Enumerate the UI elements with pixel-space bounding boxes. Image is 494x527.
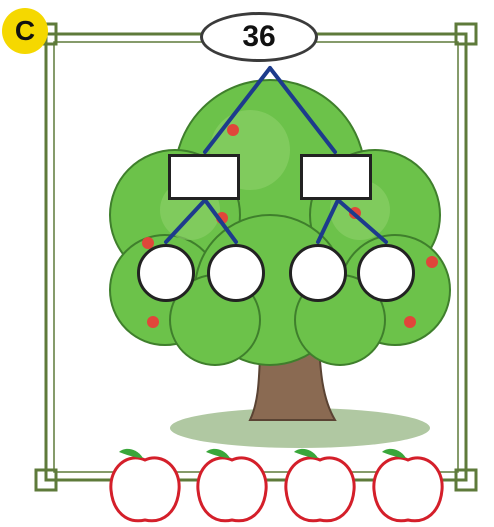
leaf-icon [206,448,230,458]
apple-outline-icon [109,448,181,523]
circle-blank-4[interactable] [357,244,415,302]
leaf-icon [119,448,143,458]
section-badge-label: C [14,15,36,46]
section-badge: C [2,8,48,54]
branch-lines [164,66,388,244]
left-rectangle-blank[interactable] [168,154,240,200]
apple-outline-icon [284,448,356,523]
apple-outline-icon [196,448,268,523]
leaf-icon [382,448,406,458]
circle-blank-3[interactable] [289,244,347,302]
circle-blank-2[interactable] [207,244,265,302]
apple-row [109,448,444,523]
leaf-icon [294,448,318,458]
right-rectangle-blank[interactable] [300,154,372,200]
top-number: 36 [242,20,276,53]
ground [170,408,430,448]
circle-blank-1[interactable] [137,244,195,302]
top-number-oval: 36 [200,12,318,62]
tree-foliage [109,79,451,366]
apple-outline-icon [372,448,444,523]
